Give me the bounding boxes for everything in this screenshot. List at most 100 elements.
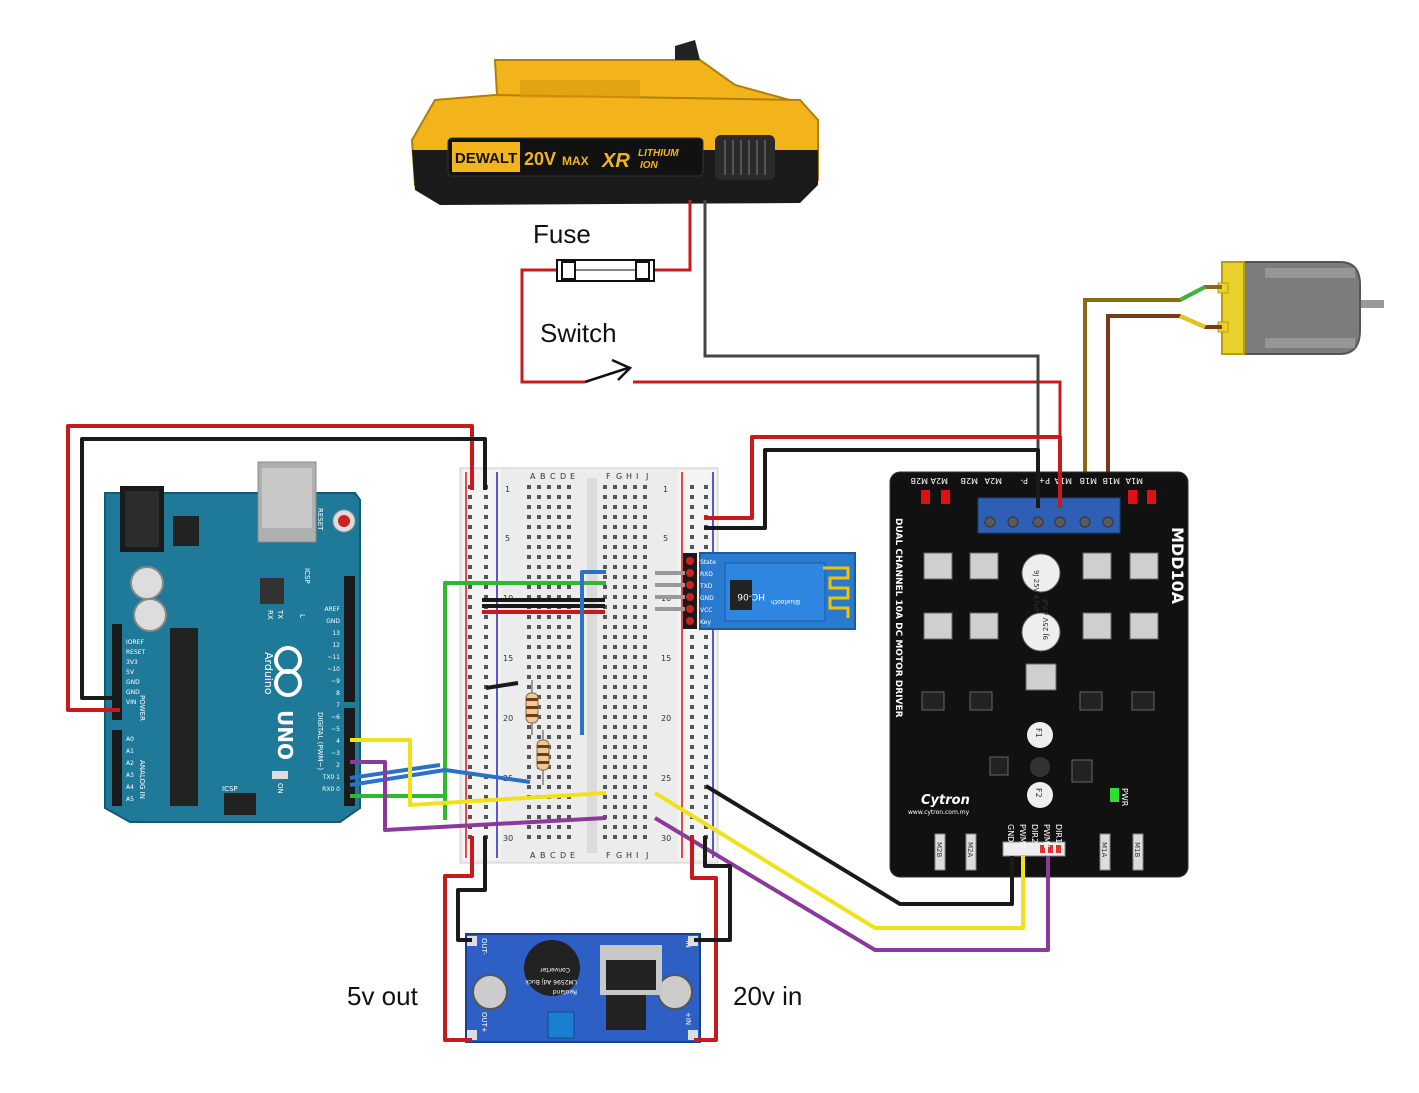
breadboard-hole	[527, 725, 531, 729]
breadboard-hole	[547, 625, 551, 629]
breadboard-hole	[603, 665, 607, 669]
breadboard-hole	[547, 595, 551, 599]
breadboard-hole	[633, 635, 637, 639]
breadboard-hole	[623, 675, 627, 679]
breadboard-hole	[704, 755, 708, 759]
breadboard-hole	[623, 615, 627, 619]
driver-control-label: PWM1	[1042, 824, 1051, 849]
breadboard-hole	[603, 775, 607, 779]
pin-label: A1	[126, 748, 134, 755]
breadboard-hole	[613, 495, 617, 499]
breadboard-hole	[468, 715, 472, 719]
driver-top-label: M1B	[1103, 476, 1120, 485]
breadboard-hole	[537, 595, 541, 599]
bb-col-g-bottom: G	[616, 851, 622, 860]
breadboard-hole	[484, 625, 488, 629]
breadboard-hole	[643, 525, 647, 529]
breadboard-hole	[537, 555, 541, 559]
breadboard-hole	[613, 545, 617, 549]
breadboard-hole	[603, 585, 607, 589]
breadboard-hole	[623, 835, 627, 839]
breadboard-hole	[468, 555, 472, 559]
pin-label: GND	[326, 618, 340, 625]
buck-line-2: LM2596 Adj Buck	[525, 978, 577, 985]
breadboard-hole	[613, 785, 617, 789]
breadboard-hole	[623, 645, 627, 649]
arduino-brand: Arduino	[262, 652, 275, 695]
analog-header	[112, 730, 122, 806]
breadboard-hole	[547, 695, 551, 699]
breadboard-hole	[527, 835, 531, 839]
breadboard-hole	[603, 765, 607, 769]
breadboard-hole	[567, 485, 571, 489]
breadboard-hole	[643, 815, 647, 819]
buck-in-label: 20v in	[733, 981, 802, 1011]
breadboard-hole	[527, 485, 531, 489]
breadboard-hole	[643, 595, 647, 599]
breadboard-hole	[484, 755, 488, 759]
pin-label: ~5	[331, 726, 340, 733]
breadboard-hole	[557, 505, 561, 509]
driver-top-label: M2B	[911, 476, 928, 485]
breadboard-hole	[690, 665, 694, 669]
breadboard-hole	[484, 595, 488, 599]
breadboard-hole	[468, 645, 472, 649]
bt-pin-label: GND	[700, 595, 714, 602]
breadboard-hole	[557, 725, 561, 729]
pin-label: GND	[126, 689, 140, 696]
breadboard-hole	[468, 785, 472, 789]
pin-label: 7	[336, 702, 340, 709]
bb-col-i: I	[636, 472, 638, 481]
breadboard-hole	[643, 675, 647, 679]
breadboard-hole	[557, 585, 561, 589]
breadboard-hole	[557, 785, 561, 789]
breadboard-hole	[537, 785, 541, 789]
breadboard-hole	[613, 705, 617, 709]
breadboard-hole	[633, 575, 637, 579]
buck-converter: Reoland LM2596 Adj Buck Converter OUT- O…	[465, 933, 701, 1043]
pin-label: A2	[126, 760, 134, 767]
breadboard-hole	[557, 835, 561, 839]
breadboard-hole	[643, 565, 647, 569]
battery-xr-text: XR	[601, 150, 630, 172]
breadboard-hole	[547, 665, 551, 669]
breadboard-hole	[613, 665, 617, 669]
breadboard-hole	[484, 825, 488, 829]
breadboard-hole	[527, 615, 531, 619]
breadboard-hole	[567, 775, 571, 779]
breadboard-hole	[468, 795, 472, 799]
breadboard-hole	[643, 495, 647, 499]
breadboard-hole	[633, 625, 637, 629]
breadboard-hole	[537, 815, 541, 819]
breadboard-hole	[633, 795, 637, 799]
breadboard-hole	[623, 785, 627, 789]
breadboard-hole	[557, 805, 561, 809]
bt-pin-label: VCC	[700, 607, 712, 614]
breadboard-hole	[527, 665, 531, 669]
breadboard-hole	[557, 525, 561, 529]
buck-line-3: Converter	[540, 966, 570, 973]
breadboard-hole	[643, 615, 647, 619]
arduino-logo	[274, 646, 302, 697]
breadboard-hole	[527, 765, 531, 769]
breadboard-hole	[643, 685, 647, 689]
breadboard-hole	[643, 485, 647, 489]
bb-row-15-right: 15	[661, 654, 671, 663]
dc-motor	[1217, 261, 1384, 355]
breadboard-hole	[643, 795, 647, 799]
breadboard-hole	[484, 715, 488, 719]
battery-pack: DEWALT 20V MAX XR LITHIUM ION	[410, 40, 819, 205]
pin-label: 2	[336, 762, 340, 769]
breadboard-hole	[613, 715, 617, 719]
breadboard-hole	[613, 555, 617, 559]
breadboard-hole	[704, 795, 708, 799]
breadboard-hole	[468, 685, 472, 689]
breadboard-hole	[537, 705, 541, 709]
breadboard-hole	[633, 785, 637, 789]
breadboard-hole	[567, 825, 571, 829]
breadboard-hole	[537, 695, 541, 699]
breadboard-hole	[547, 725, 551, 729]
